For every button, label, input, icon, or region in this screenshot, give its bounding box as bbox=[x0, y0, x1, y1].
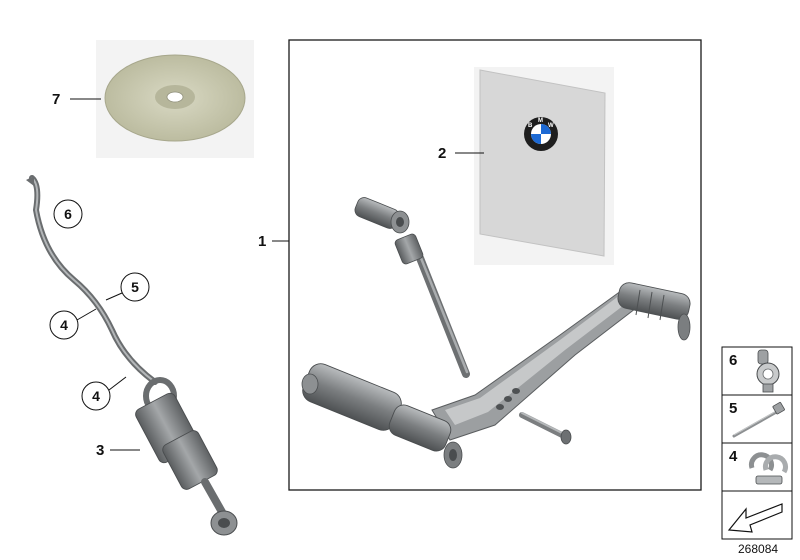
cd-disc-panel bbox=[96, 40, 254, 158]
bmw-logo-icon: B M W bbox=[524, 117, 558, 151]
callout-5: 5 bbox=[131, 279, 139, 295]
document-number: 268084 bbox=[738, 542, 778, 556]
gear-shift-lever-icon bbox=[431, 282, 691, 441]
callout-7: 7 bbox=[52, 91, 60, 108]
legend-label-4: 4 bbox=[729, 448, 738, 465]
callout-1: 1 bbox=[258, 233, 266, 250]
callout-6-circle bbox=[53, 199, 83, 229]
hose-clamp-icon bbox=[756, 349, 780, 393]
kit-frame bbox=[288, 39, 702, 491]
arrow-left-down-icon bbox=[727, 503, 783, 533]
callout-3: 3 bbox=[96, 442, 104, 459]
legend-panel: 6 5 4 bbox=[721, 346, 793, 540]
cable-tie-icon bbox=[732, 402, 785, 438]
cd-disc-icon bbox=[104, 54, 246, 142]
callout-6: 6 bbox=[64, 206, 72, 222]
cable-clip-icon bbox=[749, 452, 788, 485]
leader-line-4b bbox=[108, 376, 127, 391]
pivot-bolt-icon bbox=[519, 412, 572, 445]
callout-5-circle bbox=[120, 272, 150, 302]
callout-4a-circle bbox=[49, 310, 79, 340]
pivot-shaft-icon bbox=[301, 363, 463, 469]
legend-label-5: 5 bbox=[729, 400, 737, 417]
leader-line-4a bbox=[76, 308, 97, 321]
shift-linkage-icon bbox=[26, 175, 238, 536]
bmw-letter-w: W bbox=[548, 123, 554, 129]
legend-label-6: 6 bbox=[729, 352, 737, 369]
bmw-letter-b: B bbox=[528, 123, 533, 129]
manual-book-icon bbox=[479, 69, 606, 257]
callout-4b: 4 bbox=[92, 388, 100, 404]
shift-rod-icon bbox=[354, 197, 470, 378]
bmw-letter-m: M bbox=[538, 118, 543, 124]
leader-line-5 bbox=[105, 292, 123, 301]
callout-4a: 4 bbox=[60, 317, 68, 333]
callout-2: 2 bbox=[438, 145, 446, 162]
callout-4b-circle bbox=[81, 381, 111, 411]
